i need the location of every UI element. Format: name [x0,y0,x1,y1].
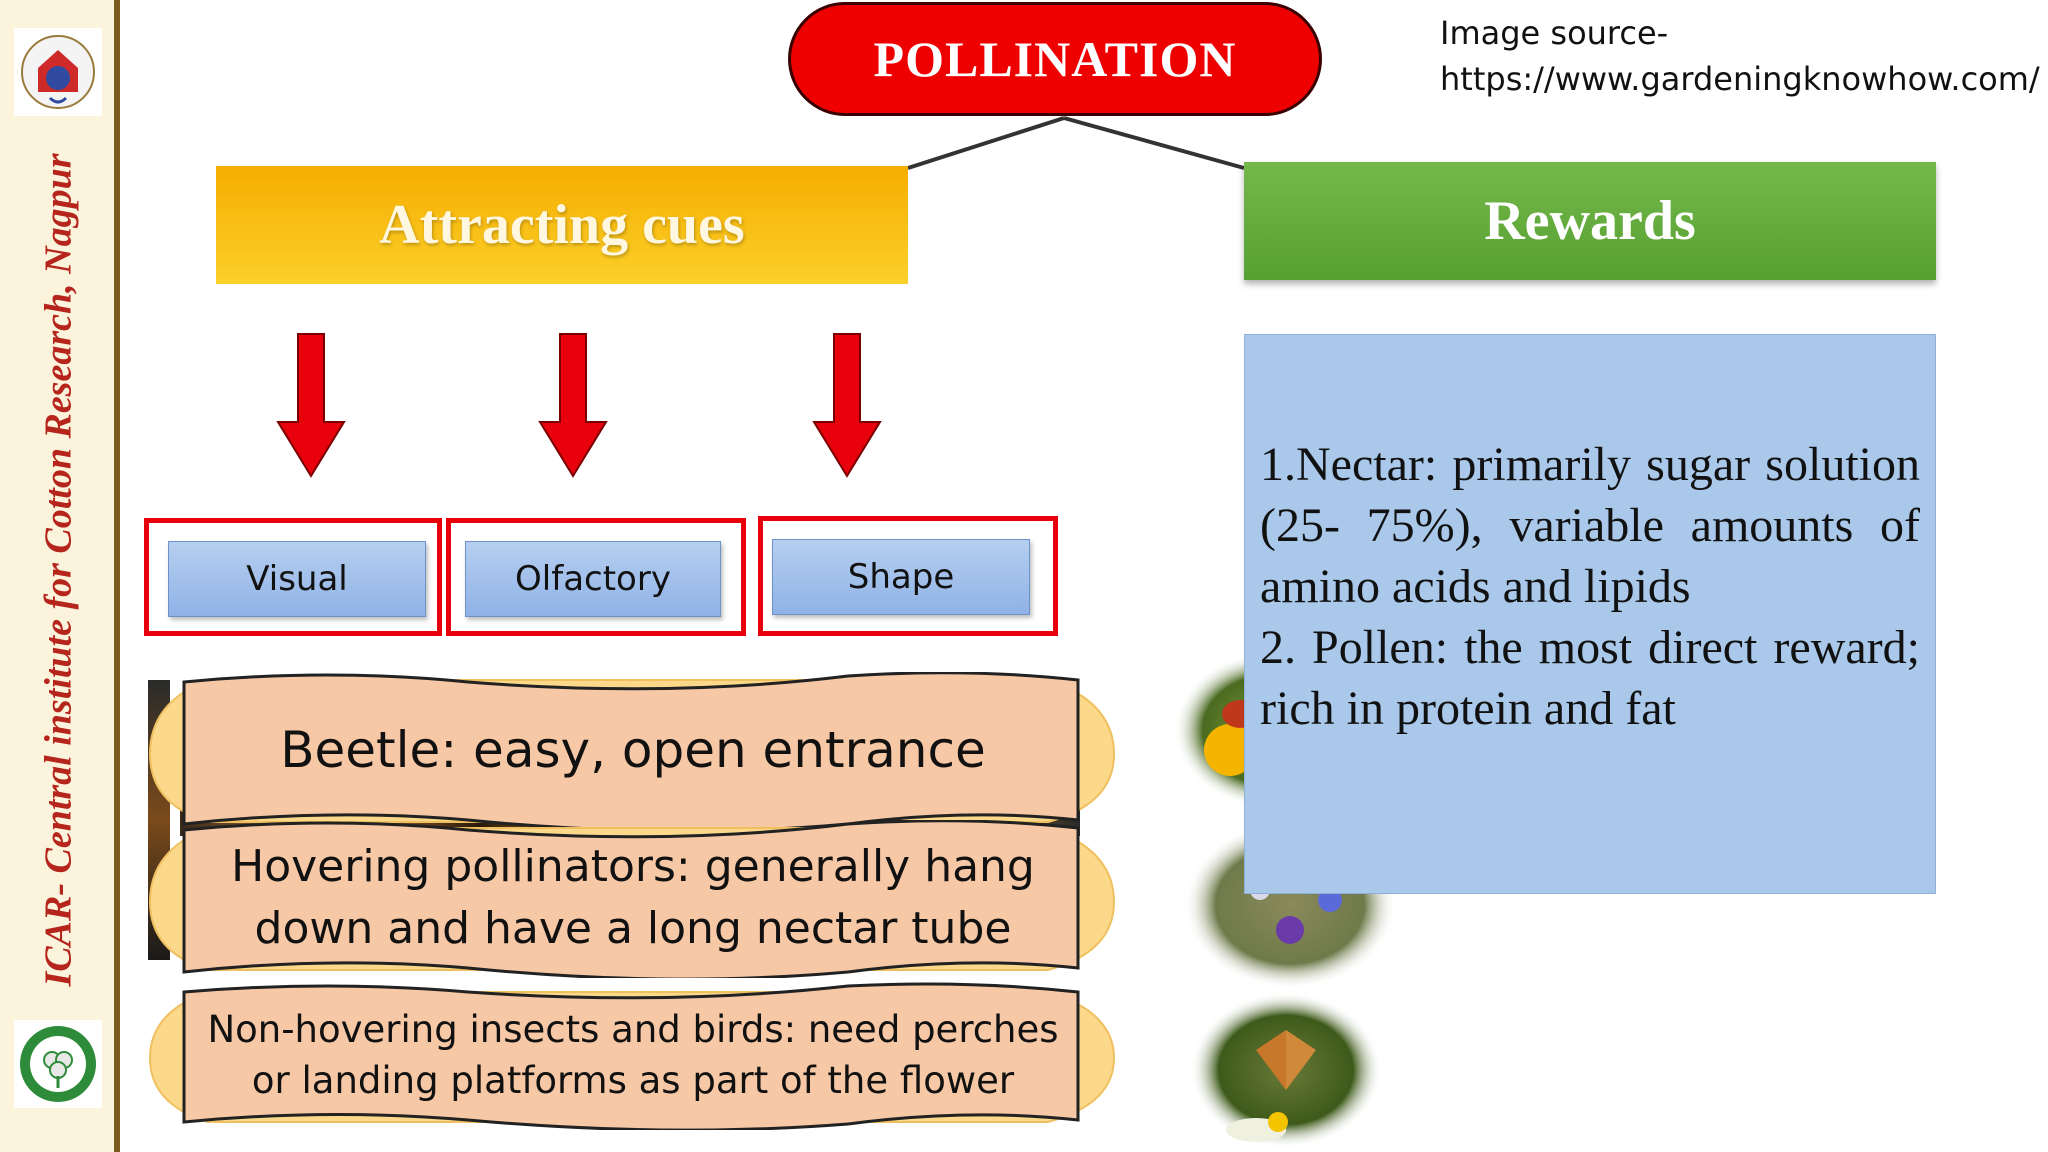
nonhovering-text: Non-hovering insects and birds: need per… [207,1008,1059,1102]
image-source-note: Image source- https://www.gardeningknowh… [1440,10,2040,102]
down-arrow-icon [538,333,608,478]
beetle-text: Beetle: easy, open entrance [280,721,986,779]
image-source-url: https://www.gardeningknowhow.com/ [1440,60,2040,98]
sidebar: ICAR- Central institute for Cotton Resea… [0,0,120,1152]
beetle-banner [148,672,1116,830]
pollination-title: POLLINATION [788,2,1322,116]
olfactory-frame [446,518,746,636]
reward-nectar: 1.Nectar: primarily sugar solution (25- … [1260,438,1920,613]
cotton-logo-icon [14,1020,102,1108]
down-arrow-icon [276,333,346,478]
visual-frame [144,518,442,636]
cue-shape: Shape [772,539,1030,615]
attracting-cues-heading: Attracting cues [216,166,908,284]
cue-visual: Visual [168,541,426,617]
image-source-label: Image source- [1440,14,1669,52]
rewards-heading: Rewards [1244,162,1936,280]
nonhovering-banner [148,982,1116,1130]
shape-frame [758,516,1058,636]
cue-olfactory: Olfactory [465,541,721,617]
butterfly-photo-icon [1190,992,1382,1148]
hovering-banner [148,820,1116,978]
rewards-list: 1.Nectar: primarily sugar solution (25- … [1260,434,1920,739]
rewards-panel [1244,334,1936,894]
down-arrow-icon [812,333,882,478]
hovering-text: Hovering pollinators: generally hang dow… [231,841,1035,954]
reward-pollen: 2. Pollen: the most direct reward; rich … [1260,621,1920,735]
institute-emblem-icon [14,28,102,116]
